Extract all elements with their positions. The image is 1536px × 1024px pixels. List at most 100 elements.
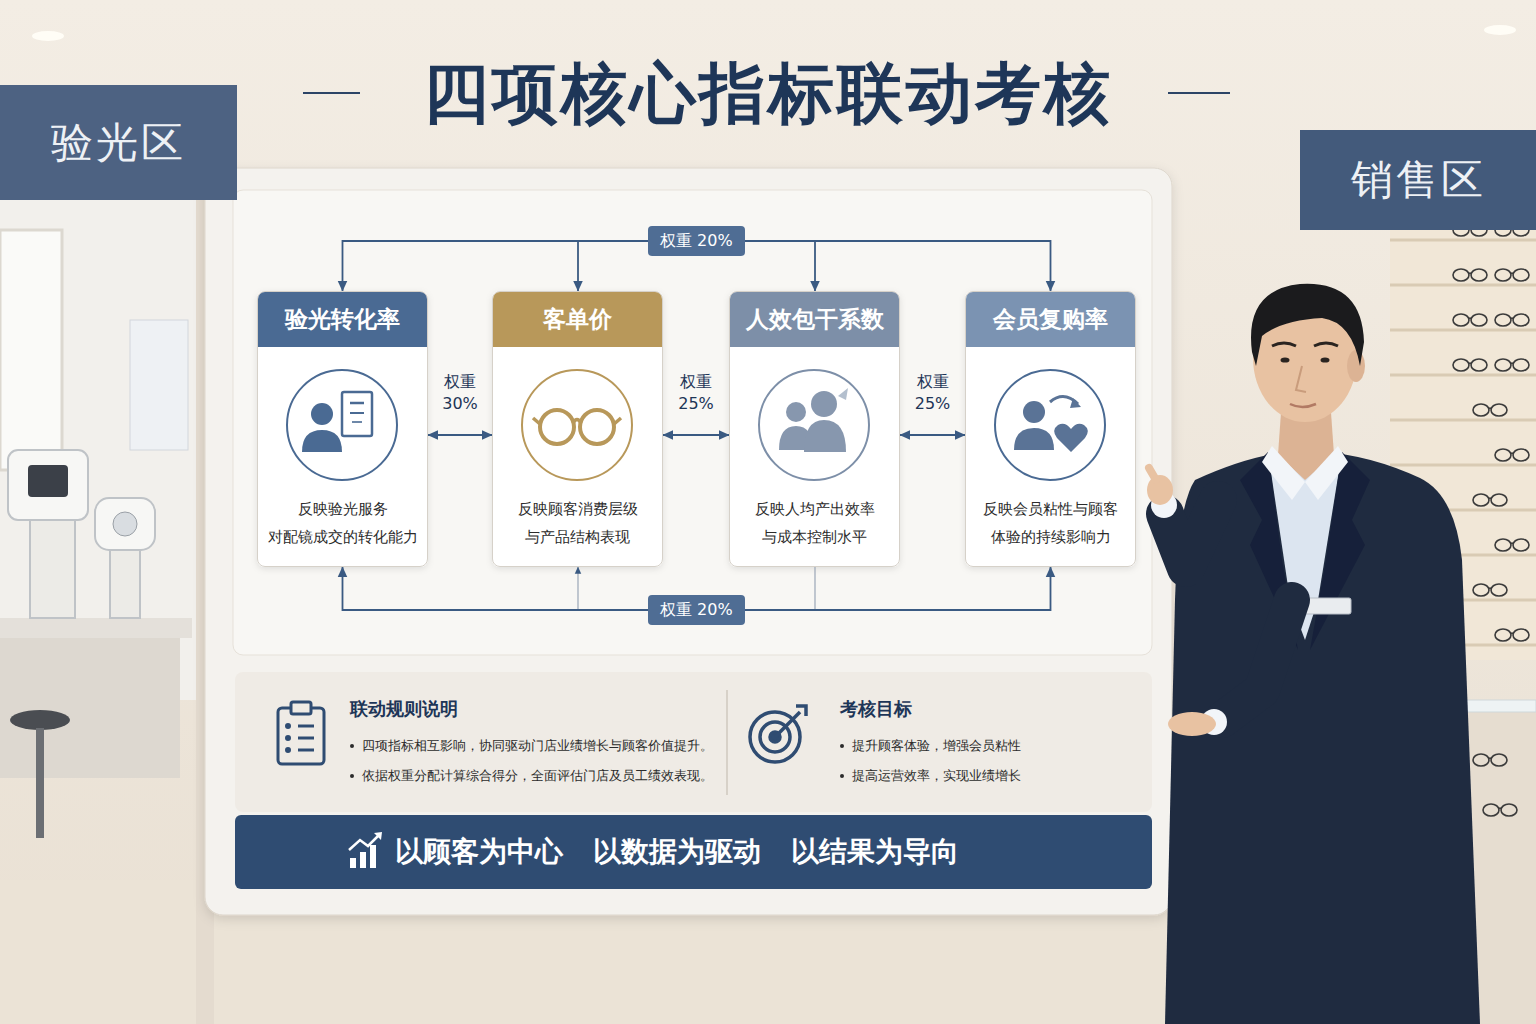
card-header-band: 人效包干系数	[730, 292, 899, 347]
metric-description: 反映人均产出效率 与成本控制水平	[755, 500, 875, 546]
shelf	[1390, 419, 1536, 422]
board-panel	[205, 168, 1172, 915]
wall-poster	[130, 320, 188, 450]
temple	[614, 418, 621, 424]
lens-rim	[580, 410, 614, 444]
metric-card: 验光转化率反映验光服务 对配镜成交的转化能力	[257, 291, 428, 567]
machine-base	[30, 520, 75, 618]
gesturing-sleeve	[1222, 600, 1292, 720]
eyebrow	[1272, 343, 1296, 346]
zone-sign: 验光区	[0, 85, 237, 200]
bullet-dot	[350, 744, 354, 748]
person-head	[786, 402, 806, 422]
card-ground	[257, 291, 428, 567]
metric-description: 反映顾客消费层级 与产品结构表现	[518, 500, 638, 546]
slogan-band-ground	[235, 815, 1152, 889]
bullet-text: 四项指标相互影响，协同驱动门店业绩增长与顾客价值提升。	[362, 737, 713, 755]
section-heading: 考核目标	[840, 698, 912, 719]
bullet-text: 提高运营效率，实现业绩增长	[852, 767, 1021, 785]
slogan: 以顾客为中心	[395, 833, 563, 871]
room-wall	[0, 200, 200, 700]
index-finger	[1149, 468, 1156, 480]
bridge	[573, 420, 581, 424]
weight-label: 权重 30%	[435, 371, 485, 415]
ceiling-light	[1484, 25, 1516, 35]
metric-card: 人效包干系数反映人均产出效率 与成本控制水平	[729, 291, 900, 567]
weight-label: 权重 25%	[908, 371, 958, 415]
eyebrow	[1314, 343, 1338, 346]
icon-ring	[287, 370, 397, 480]
weight-label: 权重 20%	[648, 595, 745, 625]
person-head	[311, 403, 333, 425]
shelf	[1390, 329, 1536, 332]
connectors	[343, 241, 1051, 610]
card-body: 反映顾客消费层级 与产品结构表现	[493, 495, 662, 551]
open-hand	[1168, 712, 1216, 736]
person-head	[811, 391, 837, 417]
glasses	[1473, 584, 1507, 596]
panel-divider	[726, 690, 728, 795]
metric-card: 会员复购率反映会员粘性与顾客 体验的持续影响力	[965, 291, 1136, 567]
glasses	[1473, 404, 1507, 416]
ceiling-lights	[32, 25, 1516, 41]
heart	[1054, 424, 1088, 452]
target-ring	[750, 712, 800, 762]
icon-eye-test	[287, 370, 397, 480]
chart-row	[350, 412, 364, 414]
card-ground	[492, 291, 663, 567]
slogan-band: 以顾客为中心以数据为驱动以结果为导向	[235, 815, 1152, 889]
glasses	[1495, 539, 1529, 551]
section-heading-row: 考核目标	[840, 696, 1152, 723]
chart-bar	[370, 845, 376, 868]
list-line	[298, 737, 314, 740]
section-heading-row: 联动规则说明	[350, 696, 727, 723]
temple	[533, 418, 540, 424]
metric-name: 验光转化率	[285, 304, 400, 335]
lensmeter	[95, 498, 155, 550]
card-header-band: 验光转化率	[258, 292, 427, 347]
card-header-band: 客单价	[493, 292, 662, 347]
shelf	[1390, 374, 1536, 377]
card-header-band: 会员复购率	[966, 292, 1135, 347]
card-body: 反映会员粘性与顾客 体验的持续影响力	[966, 495, 1135, 551]
icon-team	[759, 370, 869, 480]
info-section: 联动规则说明四项指标相互影响，协同驱动门店业绩增长与顾客价值提升。依据权重分配计…	[235, 672, 727, 812]
hair	[1251, 284, 1364, 366]
shelf	[1390, 239, 1536, 242]
bullet-row: 提高运营效率，实现业绩增长	[840, 761, 1152, 791]
stool	[10, 710, 70, 730]
bullet-dot	[350, 774, 354, 778]
lens-port	[113, 512, 137, 536]
optometry-room	[0, 200, 214, 1024]
branch-line	[814, 567, 815, 610]
diagram-area	[233, 190, 1152, 655]
glasses	[1495, 269, 1529, 281]
bullet-dot	[840, 774, 844, 778]
growth-chart-icon	[349, 832, 382, 868]
weight-connector	[428, 434, 492, 436]
branch-arrow	[577, 567, 578, 610]
clip	[291, 702, 311, 714]
weight-connector	[663, 434, 729, 436]
section-heading: 联动规则说明	[350, 698, 458, 719]
person-body	[804, 420, 846, 452]
pointing-hand	[1147, 475, 1173, 505]
metric-card: 客单价反映顾客消费层级 与产品结构表现	[492, 291, 663, 567]
page-title: 四项核心指标联动考核	[423, 55, 1113, 132]
weight-connector	[900, 434, 965, 436]
trend-line	[349, 834, 380, 850]
exam-cabinet	[0, 638, 180, 778]
weight-label: 权重 20%	[648, 226, 745, 256]
refractor-machine	[8, 450, 88, 520]
slogan: 以结果为导向	[791, 833, 959, 871]
card-grounds	[257, 291, 1136, 567]
ear	[1347, 350, 1365, 382]
list-dot	[287, 749, 290, 752]
ceiling-light	[32, 31, 64, 41]
eye-chart	[342, 392, 372, 436]
bullet-text: 提升顾客体验，增强会员粘性	[852, 737, 1021, 755]
metric-name: 客单价	[543, 304, 612, 335]
glasses	[1453, 314, 1487, 326]
info-panel	[235, 672, 1152, 812]
